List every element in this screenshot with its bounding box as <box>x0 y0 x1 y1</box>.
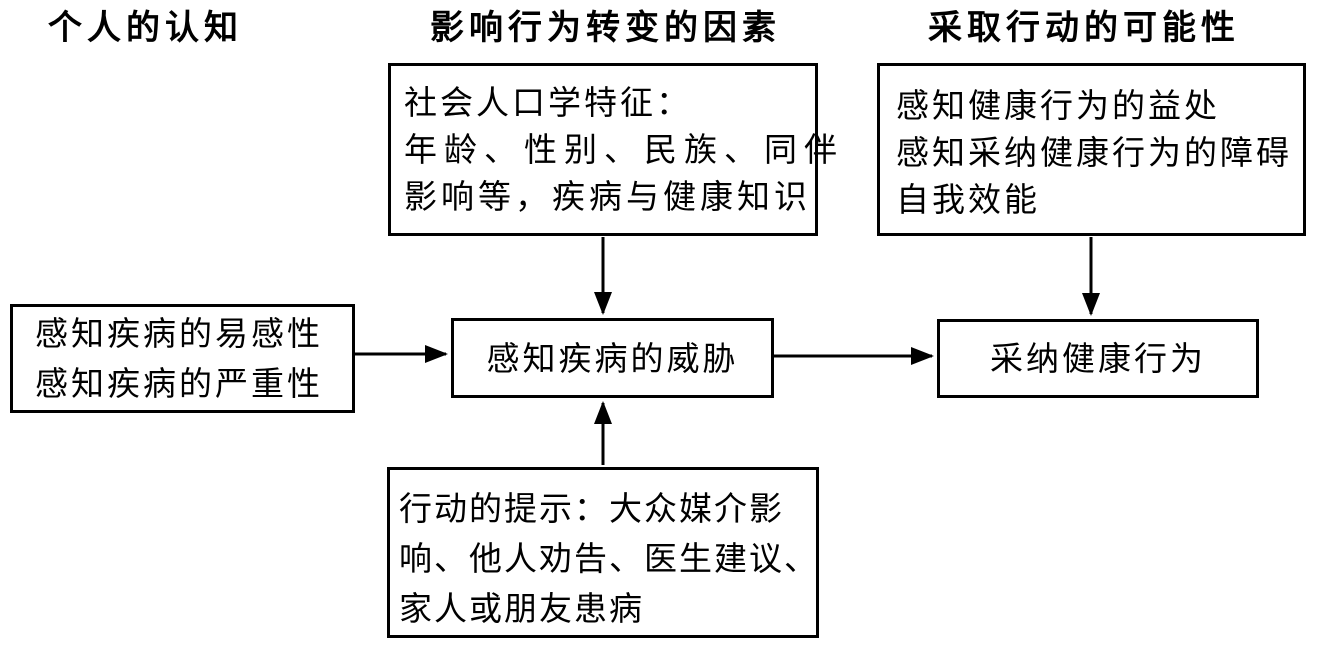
box-cues-to-action-line3: 家人或朋友患病 <box>399 589 644 628</box>
box-cues-to-action-line1: 行动的提示：大众媒介影 <box>399 489 784 528</box>
box-perceived-benefits-line3: 自我效能 <box>896 180 1040 219</box>
box-perceived-benefits-line1: 感知健康行为的益处 <box>896 86 1220 125</box>
box-perceived-threat-label: 感知疾病的威胁 <box>486 338 739 378</box>
box-adopt-health-behavior: 采纳健康行为 <box>937 319 1259 398</box>
box-perceived-benefits-line2: 感知采纳健康行为的障碍 <box>896 133 1292 172</box>
box-sociodemographic-line3: 影响等，疾病与健康知识 <box>404 177 811 216</box>
box-perceived-susceptibility-line1: 感知疾病的易感性 <box>35 313 323 353</box>
box-perceived-benefits-barriers: 感知健康行为的益处 感知采纳健康行为的障碍 自我效能 <box>877 63 1306 236</box>
box-perceived-susceptibility-line2: 感知疾病的严重性 <box>35 363 323 403</box>
box-cues-to-action-line2: 响、他人劝告、医生建议、 <box>399 539 819 578</box>
box-adopt-health-behavior-label: 采纳健康行为 <box>990 339 1206 378</box>
box-sociodemographic-line1: 社会人口学特征： <box>404 83 692 122</box>
column-header-personal-cognition: 个人的认知 <box>48 8 243 48</box>
box-perceived-threat: 感知疾病的威胁 <box>451 318 774 398</box>
column-header-modifying-factors: 影响行为转变的因素 <box>430 8 781 48</box>
column-header-likelihood-of-action: 采取行动的可能性 <box>928 8 1240 48</box>
box-sociodemographic-line2: 年龄、性别、民族、同伴 <box>404 130 844 169</box>
box-perceived-susceptibility-severity: 感知疾病的易感性 感知疾病的严重性 <box>10 304 355 413</box>
box-cues-to-action: 行动的提示：大众媒介影 响、他人劝告、医生建议、 家人或朋友患病 <box>387 467 819 638</box>
box-sociodemographic: 社会人口学特征： 年龄、性别、民族、同伴 影响等，疾病与健康知识 <box>388 63 844 236</box>
